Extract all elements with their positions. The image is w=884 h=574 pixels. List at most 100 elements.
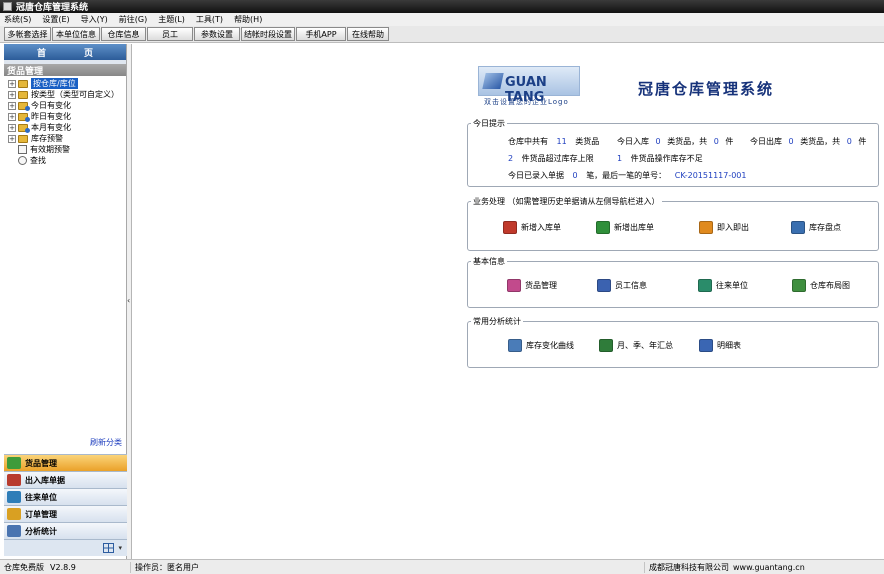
parameter-settings-button[interactable]: 参数设置 xyxy=(194,27,240,41)
folder-clock-icon xyxy=(18,101,30,111)
menu-theme[interactable]: 主题(L) xyxy=(158,15,185,24)
tree-node-today-changed[interactable]: + 今日有变化 xyxy=(8,100,126,111)
menu-help[interactable]: 帮助(H) xyxy=(234,15,263,24)
company-cell: 成都冠唐科技有限公司 www.guantang.cn xyxy=(645,562,809,573)
inbound-truck-icon xyxy=(503,221,517,234)
tree-node-label: 本月有变化 xyxy=(31,123,71,132)
folder-clock-icon xyxy=(18,112,30,122)
expand-icon[interactable]: + xyxy=(8,112,16,121)
truck-icon xyxy=(7,474,21,486)
expand-icon[interactable]: + xyxy=(8,90,16,99)
window-title: 冠唐仓库管理系统 xyxy=(16,3,89,13)
text: 件 xyxy=(725,137,734,146)
app-icon xyxy=(3,2,12,11)
outbound-truck-icon xyxy=(596,221,610,234)
today-legend: 今日提示 xyxy=(471,118,507,129)
home-tab-char-2: 页 xyxy=(83,48,93,59)
warehouse-icon xyxy=(792,279,806,292)
text: 仓库中共有 xyxy=(508,137,548,146)
tree-node-label: 按类型（类型可自定义） xyxy=(31,90,119,99)
chevron-down-icon[interactable]: ▾ xyxy=(118,544,122,552)
tree-node-expiry-warning[interactable]: 有效期预警 xyxy=(8,144,126,155)
edition-cell: 仓库免费版 V2.8.9 xyxy=(0,561,131,573)
website-text[interactable]: www.guantang.cn xyxy=(733,562,805,572)
nav-goods-management[interactable]: 货品管理 xyxy=(4,454,127,471)
table-icon xyxy=(699,339,713,352)
logo-mark-icon xyxy=(482,73,504,89)
partners-button[interactable]: 往来单位 xyxy=(698,279,748,292)
menu-system[interactable]: 系统(S) xyxy=(4,15,32,24)
nav-label: 往来单位 xyxy=(25,492,57,502)
tree-node-month-changed[interactable]: + 本月有变化 xyxy=(8,122,126,133)
action-label: 仓库布局图 xyxy=(810,281,850,290)
last-doc-number[interactable]: CK-20151117-001 xyxy=(674,171,747,180)
tree-node-yesterday-changed[interactable]: + 昨日有变化 xyxy=(8,111,126,122)
menu-import[interactable]: 导入(Y) xyxy=(80,15,108,24)
stock-curve-button[interactable]: 库存变化曲线 xyxy=(508,339,574,352)
warehouse-layout-button[interactable]: 仓库布局图 xyxy=(792,279,850,292)
detail-table-button[interactable]: 明细表 xyxy=(699,339,741,352)
nav-label: 订单管理 xyxy=(25,509,57,519)
new-inbound-button[interactable]: 新增入库单 xyxy=(503,221,561,234)
menu-settings[interactable]: 设置(E) xyxy=(42,15,70,24)
line-chart-icon xyxy=(508,339,522,352)
goods-management-button[interactable]: 货品管理 xyxy=(507,279,557,292)
nav-partners[interactable]: 往来单位 xyxy=(4,488,127,505)
company-logo[interactable]: GUAN TANG 双击设置您的企业Logo xyxy=(478,66,583,106)
menu-tools[interactable]: 工具(T) xyxy=(195,15,224,24)
tree-node-search[interactable]: 查找 xyxy=(8,155,126,166)
calendar-icon xyxy=(18,145,27,154)
analysis-legend: 常用分析统计 xyxy=(471,316,523,327)
over-limit-line[interactable]: 2 件货品超过库存上限 xyxy=(508,153,594,164)
instant-in-out-button[interactable]: 即入即出 xyxy=(699,221,749,234)
tree-node-by-warehouse[interactable]: + 按仓库/库位 xyxy=(8,78,126,89)
refresh-categories-link[interactable]: 刷新分类 xyxy=(90,438,122,447)
nav-stock-documents[interactable]: 出入库单据 xyxy=(4,471,127,488)
staff-info-button[interactable]: 员工信息 xyxy=(597,279,647,292)
expand-icon[interactable]: + xyxy=(8,79,16,88)
edition-text: 仓库免费版 xyxy=(4,562,44,572)
tree-node-label: 库存预警 xyxy=(31,134,63,143)
partner-icon xyxy=(7,491,21,503)
goods-group-header: 货品管理 xyxy=(4,64,126,77)
expand-icon[interactable]: + xyxy=(8,134,16,143)
new-outbound-button[interactable]: 新增出库单 xyxy=(596,221,654,234)
period-summary-button[interactable]: 月、季、年汇总 xyxy=(599,339,673,352)
business-legend: 业务处理 （如需管理历史单据请从左侧导航栏进入） xyxy=(471,196,662,207)
action-label: 新增入库单 xyxy=(521,223,561,232)
mobile-app-button[interactable]: 手机APP xyxy=(296,27,346,41)
tree-node-by-type[interactable]: + 按类型（类型可自定义） xyxy=(8,89,126,100)
menu-goto[interactable]: 前往(G) xyxy=(118,15,148,24)
home-tab[interactable]: 首 页 xyxy=(4,44,126,60)
panel-splitter[interactable]: ‹ xyxy=(127,44,132,559)
collapse-arrow-icon[interactable]: ‹ xyxy=(127,296,131,305)
company-info-button[interactable]: 本单位信息 xyxy=(52,27,100,41)
chart-icon xyxy=(7,525,21,537)
under-limit-value: 1 xyxy=(617,154,623,163)
menu-bar: 系统(S) 设置(E) 导入(Y) 前往(G) 主题(L) 工具(T) 帮助(H… xyxy=(0,13,884,26)
grid-view-icon[interactable] xyxy=(103,543,115,553)
home-tab-char-1: 首 xyxy=(36,48,46,59)
warehouse-info-button[interactable]: 仓库信息 xyxy=(101,27,146,41)
action-label: 月、季、年汇总 xyxy=(617,341,673,350)
today-in-line: 今日入库 0 类货品，共 0 件 xyxy=(617,136,733,147)
under-limit-line[interactable]: 1 件货品操作库存不足 xyxy=(617,153,703,164)
staff-button[interactable]: 员工 xyxy=(147,27,193,41)
tree-node-stock-warning[interactable]: + 库存预警 xyxy=(8,133,126,144)
nav-label: 货品管理 xyxy=(25,458,57,468)
company-text: 成都冠唐科技有限公司 xyxy=(649,562,729,572)
online-help-button[interactable]: 在线帮助 xyxy=(347,27,389,41)
folder-clock-icon xyxy=(18,123,30,133)
expand-icon[interactable]: + xyxy=(8,123,16,132)
stocktake-button[interactable]: 库存盘点 xyxy=(791,221,841,234)
navigation-list: 货品管理 出入库单据 往来单位 订单管理 分析统计 ▾ xyxy=(4,454,127,556)
nav-orders[interactable]: 订单管理 xyxy=(4,505,127,522)
closing-period-button[interactable]: 结帐时段设置 xyxy=(241,27,295,41)
account-set-button[interactable]: 多帐套选择 xyxy=(4,27,51,41)
docs-value: 0 xyxy=(572,171,578,180)
users-icon xyxy=(597,279,611,292)
nav-analysis[interactable]: 分析统计 xyxy=(4,522,127,539)
expand-icon[interactable]: + xyxy=(8,101,16,110)
logo-text: GUAN TANG xyxy=(505,75,547,105)
action-label: 明细表 xyxy=(717,341,741,350)
